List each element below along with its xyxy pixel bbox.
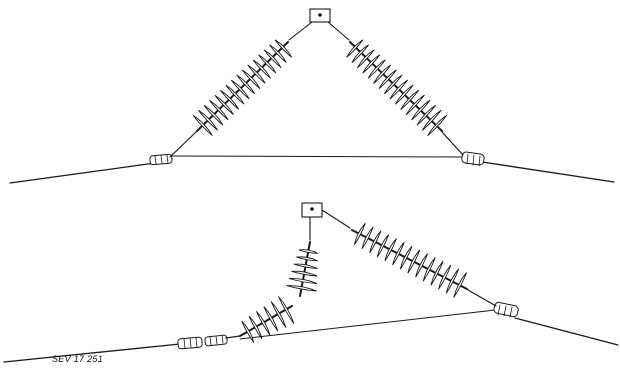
upper-assembly <box>9 8 615 184</box>
upper-left-shed <box>274 39 292 58</box>
upper-left-shed <box>214 94 234 116</box>
upper-right-shed <box>389 79 409 100</box>
upper-right-shed <box>362 54 381 74</box>
upper-right-shed <box>411 99 431 121</box>
lower-bottom-shed <box>241 320 255 343</box>
upper-left-shed <box>252 59 271 79</box>
lower-jumper-wire <box>239 309 496 340</box>
upper-right-shed <box>416 104 436 126</box>
lower-right-shed <box>353 222 366 245</box>
lower-right-shed <box>361 226 374 250</box>
upper-left-shed <box>198 109 218 131</box>
upper-right-shed <box>421 109 442 131</box>
upper-left-string-sheds <box>192 39 292 136</box>
lower-hanging-shed <box>293 263 318 269</box>
lower-left-link <box>225 335 241 339</box>
lower-hanging-shed <box>298 249 319 254</box>
upper-right-shed <box>357 49 375 69</box>
lower-hanging-shed <box>288 277 318 284</box>
upper-right-shed <box>346 39 364 58</box>
lower-left-clamp <box>177 334 228 350</box>
lower-right-clamp <box>493 301 519 318</box>
lower-bottom-string-sheds <box>241 296 295 343</box>
upper-right-shed <box>351 44 369 63</box>
upper-left-shed <box>258 54 277 74</box>
upper-right-shed <box>405 94 425 116</box>
upper-right-shed <box>378 69 397 90</box>
upper-left-shed <box>203 104 224 126</box>
lower-assembly <box>3 202 619 363</box>
lower-right-shed <box>376 234 390 258</box>
upper-right-string-core <box>349 41 443 132</box>
lower-right-shed <box>399 245 413 270</box>
lower-hanging-shed <box>296 256 318 262</box>
lower-right-string-core <box>351 229 468 290</box>
lower-right-shed <box>369 230 382 254</box>
lower-right-shed <box>430 260 444 286</box>
upper-left-shed <box>241 69 261 89</box>
upper-conductor-right <box>481 161 615 183</box>
lower-bottom-shed <box>263 306 279 332</box>
upper-left-shed <box>263 49 282 69</box>
upper-conductor-left <box>9 162 156 184</box>
upper-right-link <box>441 131 464 156</box>
upper-right-shed <box>373 64 392 84</box>
upper-left-shed <box>192 115 213 136</box>
lower-bottom-shed <box>270 301 287 328</box>
lower-bottom-shed <box>278 296 295 325</box>
lower-conductor-right <box>514 317 619 346</box>
lower-right-link <box>467 289 497 307</box>
upper-left-link <box>169 131 197 158</box>
upper-right-shed <box>394 84 414 105</box>
upper-left-shed <box>225 84 245 105</box>
upper-right-shed <box>400 89 420 110</box>
lower-top-bracket <box>301 202 351 241</box>
lower-hanging-shed <box>286 285 317 292</box>
lower-bottom-shed <box>248 315 263 340</box>
lower-right-shed <box>407 249 421 274</box>
lower-right-shed <box>453 272 467 298</box>
lower-conductor-left <box>3 343 181 363</box>
lower-right-shed <box>392 241 405 266</box>
upper-left-clamp <box>149 153 173 166</box>
upper-right-shed <box>384 74 403 95</box>
upper-left-shed <box>230 79 250 100</box>
lower-hanging-string-sheds <box>286 249 319 292</box>
reference-label: SEV 17 251 <box>52 354 104 364</box>
upper-right-string-sheds <box>346 39 448 136</box>
upper-top-bracket <box>288 8 350 41</box>
upper-left-shed <box>209 99 229 121</box>
lower-right-string-sheds <box>353 222 467 298</box>
upper-right-shed <box>367 59 386 79</box>
lower-right-shed <box>415 253 429 278</box>
upper-left-shed <box>269 44 287 63</box>
upper-jumper-wire <box>169 155 466 158</box>
upper-left-shed <box>247 64 266 84</box>
upper-left-shed <box>236 74 255 95</box>
lower-right-shed <box>384 238 397 262</box>
lower-right-shed <box>438 264 452 290</box>
upper-right-shed <box>427 114 448 136</box>
upper-right-clamp <box>461 151 485 167</box>
lower-hanging-shed <box>291 270 318 277</box>
upper-left-shed <box>220 89 240 110</box>
lower-bottom-shed <box>255 310 271 336</box>
lower-right-shed <box>422 257 436 282</box>
lower-right-shed <box>445 268 460 294</box>
upper-left-string-core <box>196 41 289 132</box>
